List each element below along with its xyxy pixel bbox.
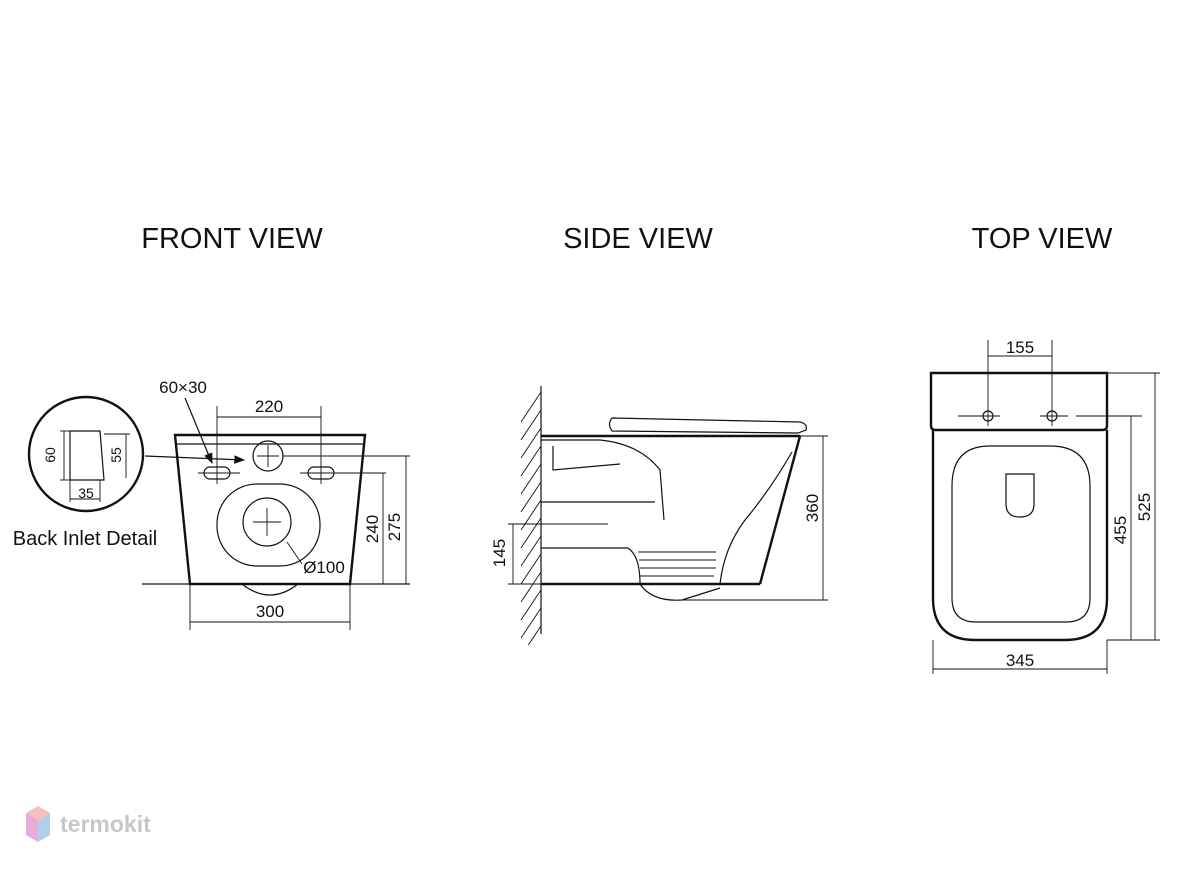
- dim-345: 345: [1006, 651, 1034, 670]
- front-pan-bottom: [241, 583, 299, 596]
- top-back-plate: [929, 371, 1109, 432]
- dim-145: 145: [490, 539, 509, 567]
- side-view-title: SIDE VIEW: [563, 223, 713, 255]
- front-view: 60×30 220 240 275 Ø100 300: [142, 378, 410, 630]
- inlet-detail-arrow: [144, 455, 246, 464]
- back-inlet-detail: 60 55 35 Back Inlet Detail: [13, 395, 158, 550]
- dim-outlet-diameter: Ø100: [303, 558, 345, 577]
- dim-155: 155: [1006, 338, 1034, 357]
- dim-360: 360: [803, 494, 822, 522]
- termokit-logo: termokit: [26, 806, 151, 842]
- detail-dim-35: 35: [78, 485, 94, 501]
- bowl-inner-curve: [719, 451, 793, 585]
- wall-hatch: [520, 391, 541, 645]
- bowl-front: [758, 435, 802, 585]
- flush-rim-channel: [552, 446, 621, 471]
- dim-240: 240: [363, 515, 382, 543]
- detail-caption: Back Inlet Detail: [13, 528, 158, 550]
- dim-275: 275: [385, 513, 404, 541]
- detail-circle: [27, 395, 145, 513]
- dim-300: 300: [256, 602, 284, 621]
- top-bowl-outline: [931, 430, 1109, 642]
- top-view: 155 525 455 345: [929, 338, 1160, 674]
- trap-passage: [541, 439, 665, 521]
- logo-text: termokit: [60, 811, 151, 837]
- detail-dim-60: 60: [42, 447, 58, 463]
- top-outlet-hole: [1005, 473, 1035, 518]
- dim-inlet-size: 60×30: [159, 378, 207, 397]
- logo-cube-right-icon: [38, 813, 50, 842]
- front-view-title: FRONT VIEW: [141, 223, 323, 255]
- dim-455: 455: [1111, 516, 1130, 544]
- top-view-title: TOP VIEW: [972, 223, 1113, 255]
- seat-lid: [608, 417, 807, 434]
- detail-dim-55: 55: [108, 447, 124, 463]
- inlet-profile: [69, 430, 105, 481]
- dim-220: 220: [255, 397, 283, 416]
- logo-cube-left-icon: [26, 813, 38, 842]
- dim-525: 525: [1135, 493, 1154, 521]
- slot-leader: [184, 397, 213, 464]
- top-inner-bowl: [951, 445, 1091, 623]
- waste-outlet-surround: [216, 483, 321, 567]
- side-view: 145 360: [490, 386, 828, 645]
- waste-outlet: [242, 497, 292, 547]
